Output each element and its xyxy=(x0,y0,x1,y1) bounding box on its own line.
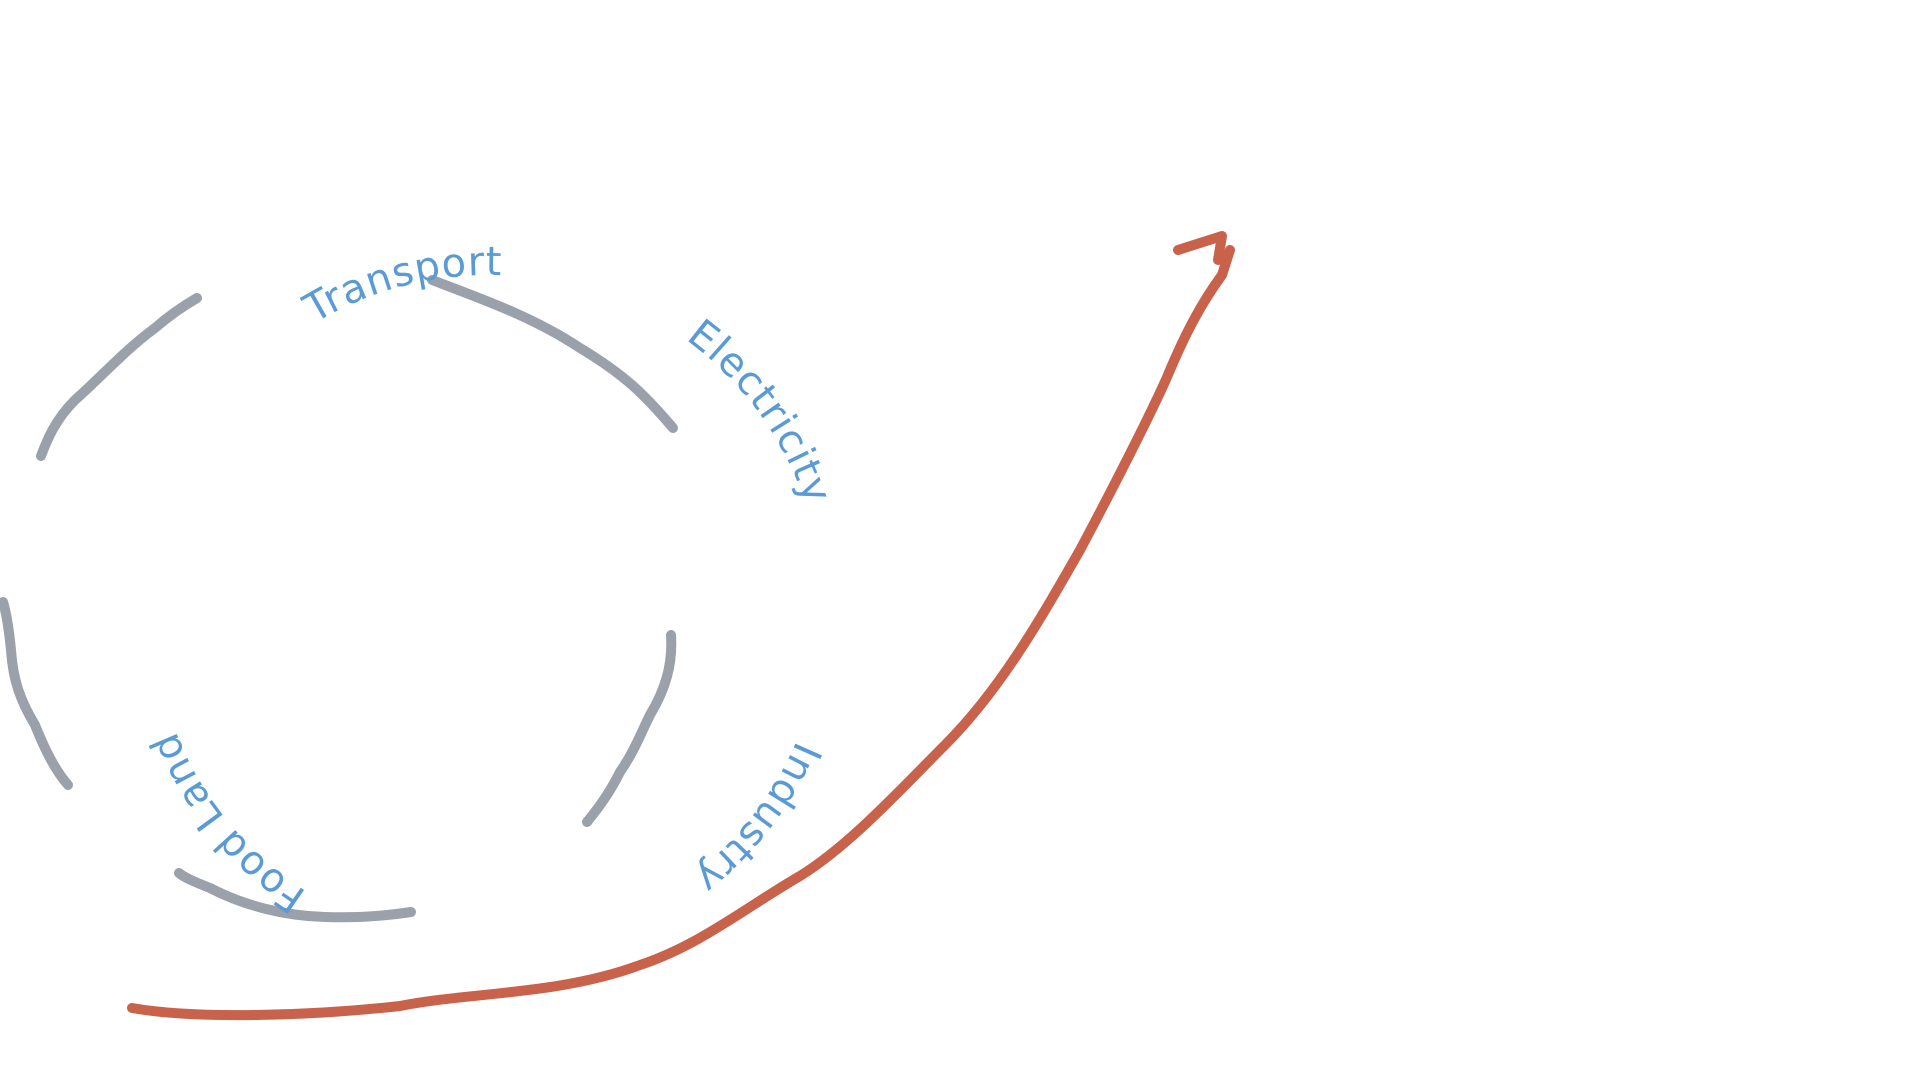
sector-label-transport: Transport xyxy=(296,239,503,333)
segment-land-food xyxy=(0,597,73,790)
sector-label-industry: Industry xyxy=(686,736,829,903)
growth-arrow xyxy=(127,231,1235,1021)
arrow-head xyxy=(1173,231,1227,265)
growth-curve xyxy=(127,245,1235,1021)
segment-transport-electricity xyxy=(427,275,678,433)
segment-food-transport xyxy=(36,293,202,461)
segment-electricity-industry xyxy=(582,630,677,827)
sector-label-electricity: Electricity xyxy=(679,311,840,510)
segment-industry-land xyxy=(174,868,416,923)
cycle-circle xyxy=(0,275,678,923)
sector-label-land: Land xyxy=(142,726,233,839)
